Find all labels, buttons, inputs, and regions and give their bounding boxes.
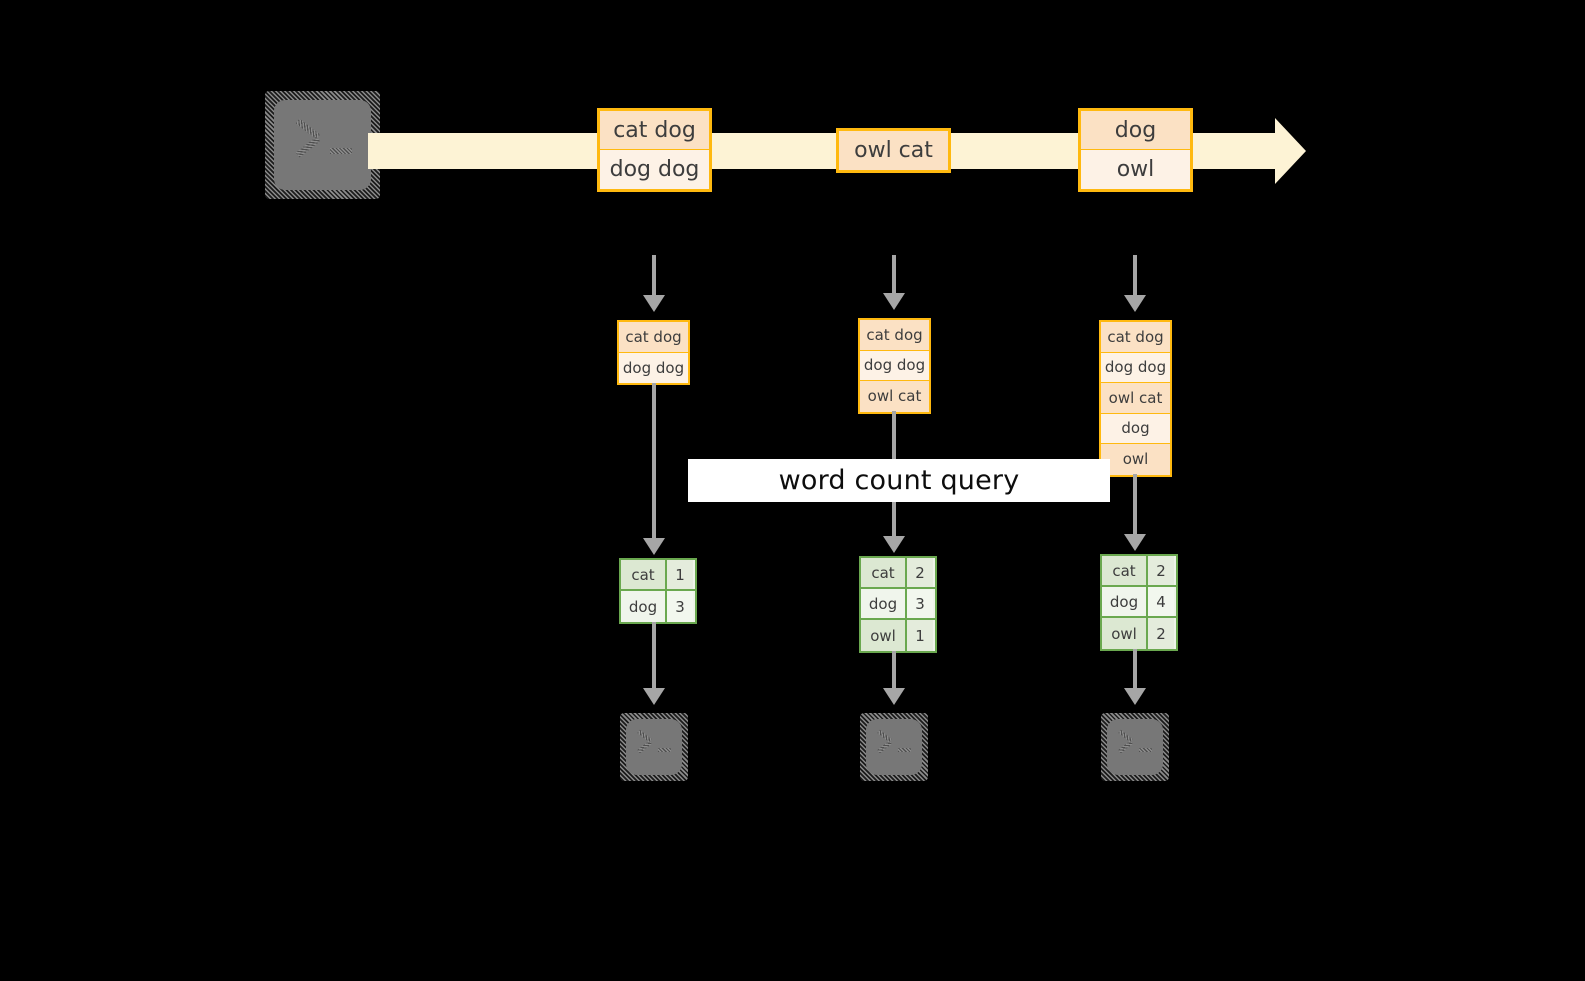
column-2-dashed-connector <box>892 255 896 295</box>
column-3-snapshot-line-3: owl cat <box>1101 383 1170 414</box>
column-3-query-arrowhead <box>1124 534 1146 551</box>
stream-event-1: cat dog dog dog <box>597 108 712 192</box>
column-2-row-3-count: 1 <box>907 620 933 651</box>
column-3-sink-terminal-icon <box>1101 713 1169 781</box>
column-2-snapshot-line-1: cat dog <box>860 320 929 351</box>
column-2-row-2-word: dog <box>861 589 907 618</box>
table-row: dog 3 <box>621 591 695 622</box>
column-3-dashed-connector <box>1133 255 1137 297</box>
column-1-dashed-arrowhead <box>643 295 665 312</box>
column-3-row-1-word: cat <box>1102 556 1148 585</box>
terminal-underscore <box>330 148 352 154</box>
column-3-snapshot: cat dog dog dog owl cat dog owl <box>1099 320 1172 477</box>
column-2-row-2-count: 3 <box>907 589 933 618</box>
terminal-chevron-lower-stroke <box>1118 740 1133 754</box>
column-1-snapshot-line-2: dog dog <box>619 352 688 383</box>
column-3-snapshot-line-2: dog dog <box>1101 352 1170 383</box>
stream-event-3-line-2: owl <box>1081 150 1190 189</box>
column-2-query-arrowhead <box>883 536 905 553</box>
column-3-sink-arrowhead <box>1124 688 1146 705</box>
terminal-underscore <box>658 748 671 752</box>
terminal-underscore <box>1139 748 1152 752</box>
column-3-result-table: cat 2 dog 4 owl 2 <box>1100 554 1178 651</box>
source-terminal-icon <box>265 91 380 199</box>
column-1-result-table: cat 1 dog 3 <box>619 558 697 624</box>
terminal-chevron-lower-stroke <box>637 740 652 754</box>
table-row: cat 2 <box>861 558 935 589</box>
column-3-row-2-count: 4 <box>1148 587 1174 616</box>
column-1-row-2-word: dog <box>621 591 667 622</box>
table-row: owl 2 <box>1102 618 1176 649</box>
column-2-sink-connector <box>892 651 896 690</box>
word-count-query-label: word count query <box>688 459 1110 502</box>
column-2-dashed-arrowhead <box>883 293 905 310</box>
column-1-sink-connector <box>652 622 656 690</box>
stream-event-2-line-1: owl cat <box>839 131 948 170</box>
column-2-sink-arrowhead <box>883 688 905 705</box>
column-3-snapshot-line-4: dog <box>1101 413 1170 444</box>
column-3-snapshot-line-1: cat dog <box>1101 322 1170 353</box>
column-3-row-3-word: owl <box>1102 618 1148 649</box>
column-2-snapshot: cat dog dog dog owl cat <box>858 318 931 414</box>
column-2-row-1-count: 2 <box>907 558 933 587</box>
column-2-row-1-word: cat <box>861 558 907 587</box>
column-3-query-connector <box>1133 474 1137 536</box>
column-2-sink-terminal-icon <box>860 713 928 781</box>
column-3-sink-connector <box>1133 649 1137 690</box>
column-2-snapshot-line-2: dog dog <box>860 350 929 381</box>
table-row: dog 3 <box>861 589 935 620</box>
column-1-query-connector <box>652 383 656 540</box>
terminal-chevron-lower-stroke <box>877 740 892 754</box>
terminal-underscore <box>898 748 911 752</box>
column-1-dashed-connector <box>652 255 656 297</box>
table-row: owl 1 <box>861 620 935 651</box>
column-1-row-2-count: 3 <box>667 591 693 622</box>
stream-event-2: owl cat <box>836 128 951 173</box>
terminal-screen <box>626 719 682 775</box>
table-row: cat 1 <box>621 560 695 591</box>
column-1-row-1-word: cat <box>621 560 667 589</box>
column-1-snapshot: cat dog dog dog <box>617 320 690 385</box>
table-row: cat 2 <box>1102 556 1176 587</box>
column-3-snapshot-line-5: owl <box>1101 444 1170 475</box>
column-3-row-2-word: dog <box>1102 587 1148 616</box>
stream-event-3: dog owl <box>1078 108 1193 192</box>
terminal-chevron-lower-stroke <box>295 136 321 158</box>
column-3-row-3-count: 2 <box>1148 618 1174 649</box>
column-2-snapshot-line-3: owl cat <box>860 381 929 412</box>
event-stream-arrowhead <box>1275 118 1306 184</box>
column-2-result-table: cat 2 dog 3 owl 1 <box>859 556 937 653</box>
terminal-screen <box>274 100 371 190</box>
column-1-sink-terminal-icon <box>620 713 688 781</box>
column-3-row-1-count: 2 <box>1148 556 1174 585</box>
terminal-screen <box>1107 719 1163 775</box>
column-1-row-1-count: 1 <box>667 560 693 589</box>
column-2-row-3-word: owl <box>861 620 907 651</box>
table-row: dog 4 <box>1102 587 1176 618</box>
stream-event-1-line-1: cat dog <box>600 111 709 150</box>
stream-event-3-line-1: dog <box>1081 111 1190 150</box>
terminal-screen <box>866 719 922 775</box>
column-1-sink-arrowhead <box>643 688 665 705</box>
column-3-dashed-arrowhead <box>1124 295 1146 312</box>
column-1-snapshot-line-1: cat dog <box>619 322 688 353</box>
stream-event-1-line-2: dog dog <box>600 150 709 189</box>
column-1-query-arrowhead <box>643 538 665 555</box>
